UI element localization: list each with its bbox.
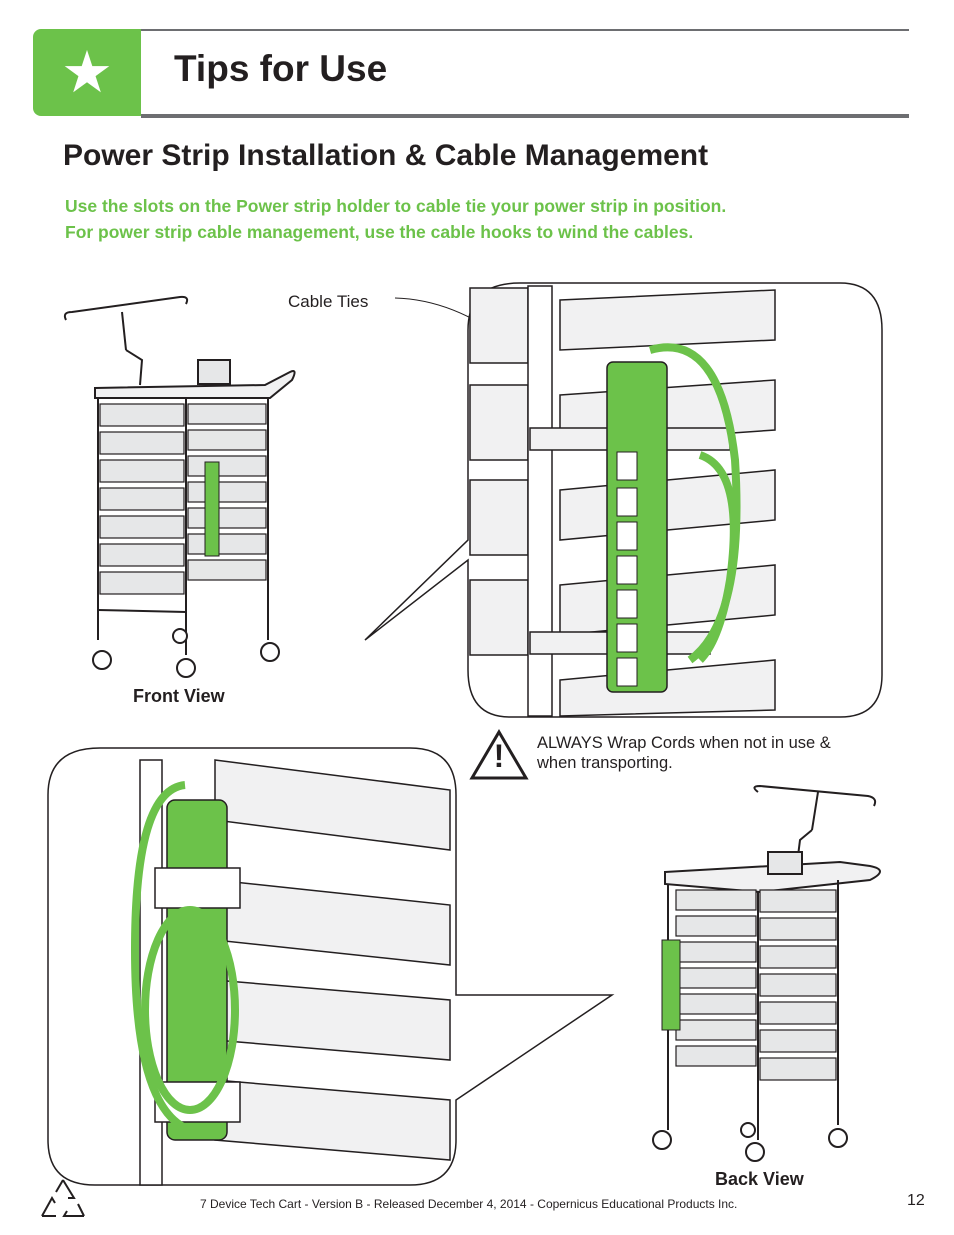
footer-text: 7 Device Tech Cart - Version B - Release… bbox=[200, 1197, 738, 1211]
front-view-label: Front View bbox=[133, 686, 225, 706]
header-rule-bottom bbox=[141, 114, 909, 118]
section-title: Power Strip Installation & Cable Managem… bbox=[63, 139, 709, 172]
cable-ties-label: Cable Ties bbox=[288, 292, 369, 311]
back-view-label: Back View bbox=[715, 1169, 804, 1189]
header-star-badge: ★ bbox=[33, 29, 141, 116]
page-title: Tips for Use bbox=[174, 48, 388, 89]
recycle-icon bbox=[41, 1179, 85, 1217]
warning-symbol: ! bbox=[493, 738, 505, 774]
instruction-line-2: For power strip cable management, use th… bbox=[65, 222, 694, 242]
instruction-line-1: Use the slots on the Power strip holder … bbox=[65, 196, 727, 216]
page-number: 12 bbox=[907, 1192, 925, 1209]
star-icon: ★ bbox=[61, 38, 113, 106]
header-rule-top bbox=[141, 29, 909, 31]
warning-triangle-icon bbox=[469, 729, 529, 780]
warning-text: ALWAYS Wrap Cords when not in use & when… bbox=[537, 734, 831, 772]
